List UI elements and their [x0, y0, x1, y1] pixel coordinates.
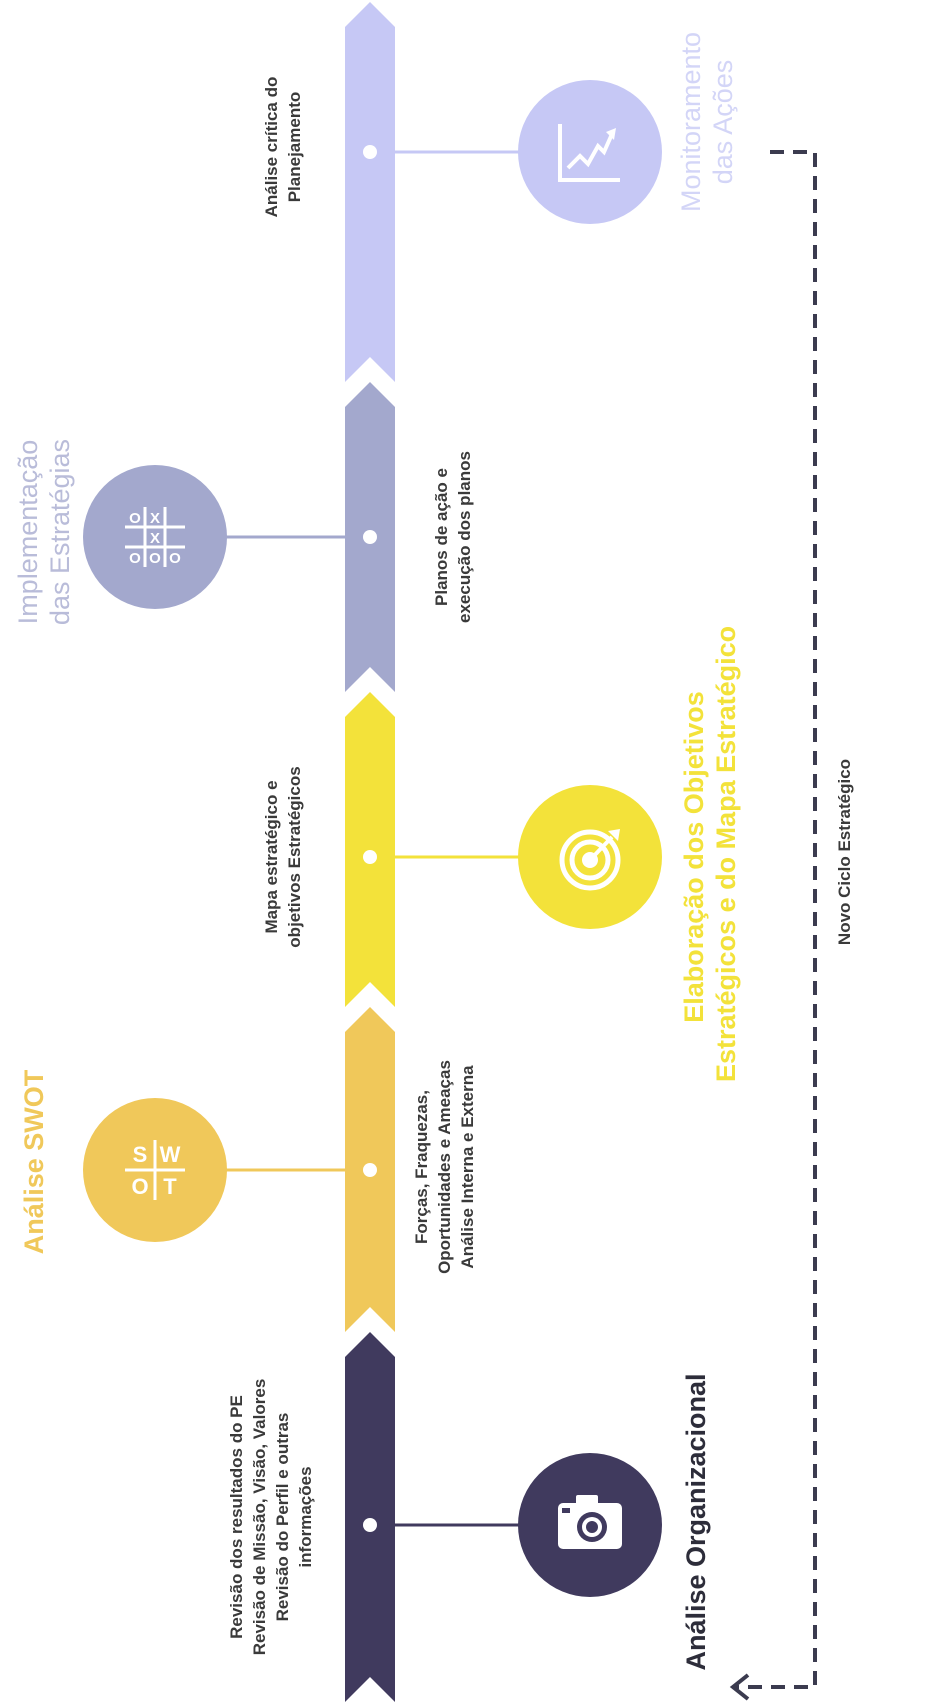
cycle-arrowhead-icon [729, 1673, 750, 1701]
ttt-mark: O [169, 550, 181, 567]
swot-letter-o: O [131, 1174, 148, 1199]
cycle-dashed-arrow [735, 150, 817, 1689]
camera-icon [558, 1495, 622, 1549]
chevron-segment-3 [345, 692, 395, 1007]
tic-tac-toe-icon: O X O X O O [125, 507, 185, 567]
step-1-title: Análise Organizacional [681, 1373, 711, 1671]
step-4-title-line: das Estratégias [45, 438, 75, 626]
chevron-segment-5 [345, 2, 395, 382]
ttt-mark: O [129, 550, 141, 567]
bar-dot-3 [363, 850, 377, 864]
step-3-title-line: Estratégicos e do Mapa Estratégico [711, 625, 741, 1082]
step-2-line: Oportunidades e Ameaças [435, 1060, 454, 1274]
ttt-mark: O [149, 550, 161, 567]
step-5-title-line: das Ações [708, 59, 738, 185]
step-2-line: Forças, Fraquezas, [412, 1090, 431, 1245]
step-3-line: objetivos Estratégicos [285, 766, 304, 948]
step-2-description: Forças, Fraquezas, Oportunidades e Ameaç… [410, 1022, 479, 1312]
ttt-mark: X [150, 530, 160, 547]
swot-icon: S W O T [125, 1140, 185, 1200]
step-3-title: Elaboração dos Objetivos Estratégicos e … [678, 625, 742, 1082]
circle-monitoramento-acoes [518, 80, 662, 224]
step-1-line: Revisão de Missão, Visão, Valores [250, 1378, 269, 1656]
step-5-title-line: Monitoramento [676, 31, 706, 213]
step-3-description: Mapa estratégico e objetivos Estratégico… [260, 712, 306, 1002]
step-5-title: Monitoramento das Ações [675, 12, 739, 232]
step-1-line: informações [296, 1466, 315, 1568]
step-3-line: Mapa estratégico e [262, 780, 281, 934]
swot-letter-w: W [160, 1142, 181, 1167]
swot-letter-t: T [163, 1174, 177, 1199]
bar-dot-1 [363, 1518, 377, 1532]
step-3-title-line: Elaboração dos Objetivos [679, 691, 709, 1023]
step-2-title: Análise SWOT [19, 1069, 49, 1255]
step-5-description: Análise crítica do Planejamento [260, 32, 306, 262]
step-1-description: Revisão dos resultados do PE Revisão de … [225, 1352, 317, 1682]
chevron-segment-1 [345, 1332, 395, 1702]
swot-letter-s: S [133, 1142, 148, 1167]
step-4-line: Planos de ação e [432, 468, 451, 606]
ttt-mark: X [150, 510, 160, 527]
step-4-title: Implementação das Estratégias [12, 422, 76, 642]
step-2-line: Análise Interna e Externa [458, 1065, 477, 1269]
step-5-line: Análise crítica do [262, 76, 281, 218]
step-1-line: Revisão do Perfil e outras [273, 1412, 292, 1622]
bar-dot-2 [363, 1163, 377, 1177]
bar-dot-4 [363, 530, 377, 544]
step-5-line: Planejamento [285, 91, 304, 203]
cycle-label: Novo Ciclo Estratégico [835, 758, 854, 946]
ttt-mark: O [129, 510, 141, 527]
step-1-line: Revisão dos resultados do PE [227, 1395, 246, 1639]
target-icon [559, 829, 621, 891]
circle-implementacao-estrategias [83, 465, 227, 609]
step-4-description: Planos de ação e execução dos planos [430, 402, 476, 672]
bar-dot-5 [363, 145, 377, 159]
step-4-title-line: Implementação [13, 439, 43, 625]
trend-chart-icon [558, 124, 620, 182]
step-4-line: execução dos planos [455, 451, 474, 623]
